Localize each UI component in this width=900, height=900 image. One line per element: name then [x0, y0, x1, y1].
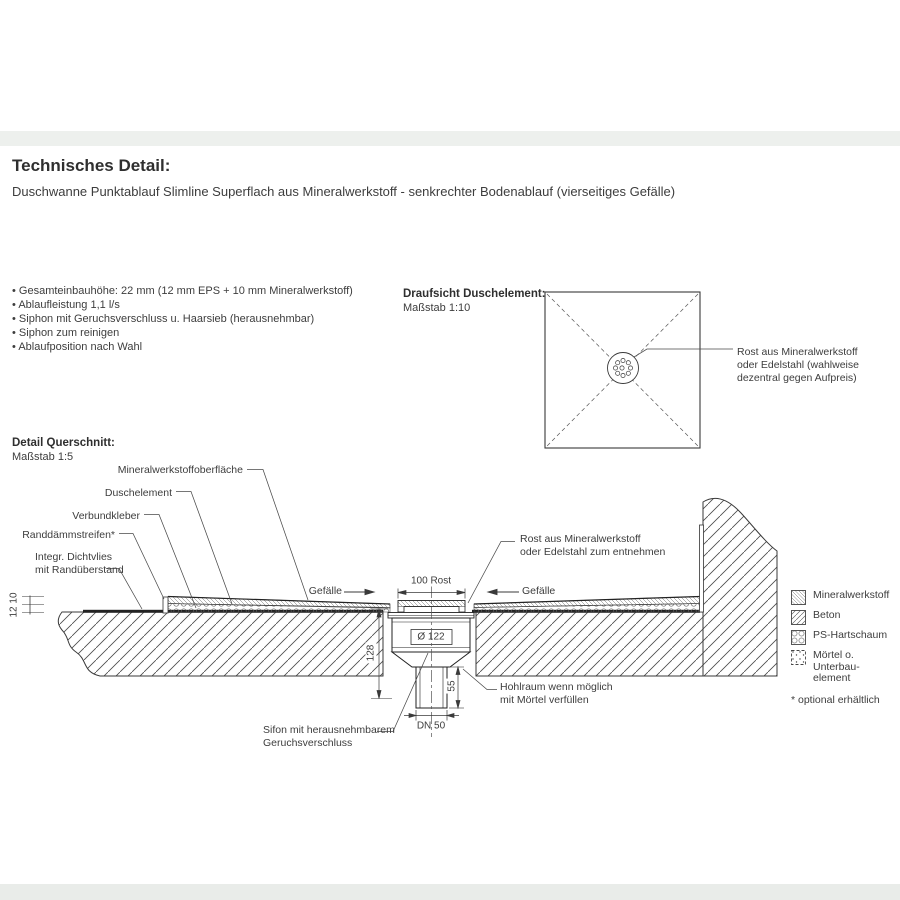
feature-item: Ablaufposition nach Wahl: [12, 341, 353, 355]
callout-line: dezentral gegen Aufpreis): [737, 372, 857, 384]
legend-item-beton: Beton: [791, 609, 900, 625]
cross-section-scale: Maßstab 1:5: [12, 451, 74, 463]
label-gefaelle-left: Gefälle: [308, 585, 342, 597]
dim-text-128: 128: [365, 642, 377, 664]
label-line: Rost aus Mineralwerkstoff: [520, 533, 641, 545]
dim-100-rost: [397, 588, 466, 599]
top-view-grate-callout: Rost aus Mineralwerkstoff oder Edelstahl…: [737, 346, 859, 385]
feature-item: Siphon mit Geruchsverschluss u. Haarsieb…: [12, 313, 353, 327]
feature-list: Gesamteinbauhöhe: 22 mm (12 mm EPS + 10 …: [12, 285, 353, 355]
moertel-swatch-icon: [791, 650, 806, 665]
label-line: Hohlraum wenn möglich: [500, 681, 613, 693]
label-dichtvlies: Integr. Dichtvlies mit Randüberstand: [35, 551, 124, 577]
label-mineral-surface: Mineralwerkstoffoberfläche: [117, 464, 243, 476]
leader-lines: [106, 469, 515, 732]
feature-item: Ablaufleistung 1,1 l/s: [12, 299, 353, 313]
mineralwerkstoff-swatch-icon: [791, 590, 806, 605]
drain-grate-outline: [607, 352, 639, 384]
eps-layer: [167, 603, 701, 613]
legend-label: Beton: [813, 609, 841, 621]
legend-footnote: * optional erhältlich: [791, 693, 880, 706]
callout-line: Rost aus Mineralwerkstoff: [737, 346, 858, 358]
dim-128: [371, 608, 392, 699]
concrete-slab: [57, 611, 704, 677]
label-line: oder Edelstahl zum entnehmen: [520, 546, 666, 558]
label-duschelement: Duschelement: [104, 487, 172, 499]
slope-arrow-left: [344, 588, 376, 596]
label-line: Geruchsverschluss: [263, 737, 353, 749]
legend-item-moertel: Mörtel o. Unterbau- element: [791, 649, 900, 685]
dim-text-diameter: Ø 122: [417, 631, 445, 643]
material-legend: Mineralwerkstoff Beton PS-Hartschaum Mör…: [791, 572, 900, 706]
siphon-body: [390, 617, 472, 668]
section-divider-top: [0, 131, 900, 146]
label-randdaemmstreifen: Randdämmstreifen*: [22, 529, 115, 541]
ps-hartschaum-swatch-icon: [791, 630, 806, 645]
feature-item: Gesamteinbauhöhe: 22 mm (12 mm EPS + 10 …: [12, 285, 353, 299]
label-line: Integr. Dichtvlies: [35, 551, 113, 563]
label-sifon: Sifon mit herausnehmbarem Geruchsverschl…: [263, 724, 395, 750]
legend-label: Mörtel o. Unterbau- element: [813, 649, 900, 685]
dim-dn50: [404, 710, 459, 721]
page-title: Technisches Detail:: [12, 156, 171, 175]
dim-text-55: 55: [446, 678, 458, 694]
legend-item-mineralwerkstoff: Mineralwerkstoff: [791, 589, 900, 605]
label-line: Sifon mit herausnehmbarem: [263, 724, 395, 736]
label-verbundkleber: Verbundkleber: [72, 510, 140, 522]
dim-text-dn50: DN 50: [416, 720, 446, 732]
dim-text-100-rost: 100 Rost: [407, 575, 455, 587]
top-view-drawing: [544, 291, 733, 449]
label-gefaelle-right: Gefälle: [522, 585, 556, 597]
feature-item: Siphon zum reinigen: [12, 327, 353, 341]
legend-label-line: element: [813, 672, 851, 684]
dim-55: [449, 665, 464, 710]
cross-section-drawing: [22, 469, 778, 737]
page-subtitle: Duschwanne Punktablauf Slimline Superfla…: [12, 184, 676, 199]
drain-flange: [387, 612, 475, 619]
label-line: mit Randüberstand: [35, 564, 124, 576]
legend-label: Mineralwerkstoff: [813, 589, 890, 601]
beton-swatch-icon: [791, 610, 806, 625]
section-divider-bottom: [0, 884, 900, 900]
slope-arrow-right: [486, 588, 519, 596]
label-rost-entnehmen: Rost aus Mineralwerkstoff oder Edelstahl…: [520, 533, 665, 559]
mineral-surface-layer: [167, 595, 701, 609]
drain-grate-holes: [613, 358, 633, 378]
dim-text-layers: 12 10: [8, 592, 20, 618]
top-view-heading: Draufsicht Duschelement:: [403, 288, 546, 300]
dim-layer-heights: [22, 595, 44, 615]
cross-section-heading: Detail Querschnitt:: [12, 437, 115, 449]
legend-label-line: Mörtel o. Unterbau-: [813, 649, 860, 673]
label-hohlraum: Hohlraum wenn möglich mit Mörtel verfüll…: [500, 681, 613, 707]
wall-section: [702, 498, 778, 677]
label-line: mit Mörtel verfüllen: [500, 694, 589, 706]
legend-item-ps-hartschaum: PS-Hartschaum: [791, 629, 900, 645]
grate-callout-leader: [633, 348, 733, 358]
edge-insulation-strip: [162, 524, 704, 614]
callout-line: oder Edelstahl (wahlweise: [737, 359, 859, 371]
top-view-scale: Maßstab 1:10: [403, 302, 471, 314]
legend-label: PS-Hartschaum: [813, 629, 888, 641]
